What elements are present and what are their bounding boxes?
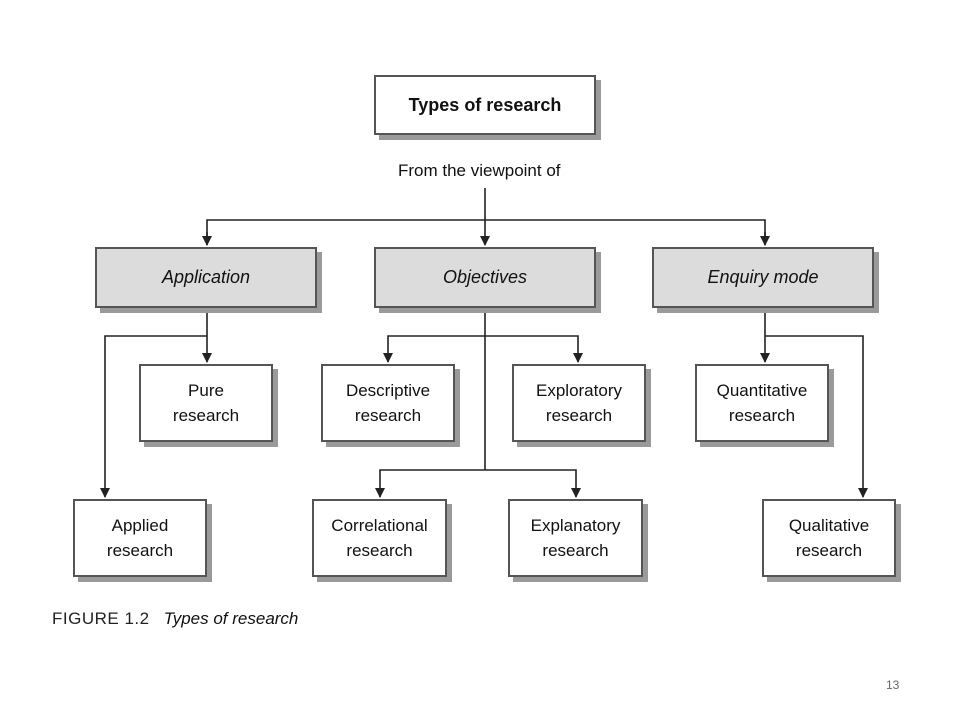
leaf-quantitative-research: Quantitative research (695, 364, 829, 442)
diagram-title-box: Types of research (374, 75, 596, 135)
figure-label: FIGURE 1.2 (52, 609, 150, 628)
viewpoint-label: From the viewpoint of (398, 161, 561, 180)
figure-title: Types of research (163, 609, 299, 628)
category-objectives: Objectives (374, 247, 596, 308)
category-enquiry-mode: Enquiry mode (652, 247, 874, 308)
leaf-correlational-research: Correlational research (312, 499, 447, 577)
figure-caption: FIGURE 1.2 Types of research (52, 609, 298, 629)
leaf-applied-research: Applied research (73, 499, 207, 577)
diagram-title: Types of research (408, 94, 562, 115)
leaf-descriptive-research: Descriptive research (321, 364, 455, 442)
leaf-pure-research: Pure research (139, 364, 273, 442)
page-number: 13 (886, 678, 900, 692)
category-application: Application (95, 247, 317, 308)
leaf-exploratory-research: Exploratory research (512, 364, 646, 442)
leaf-qualitative-research: Qualitative research (762, 499, 896, 577)
leaf-explanatory-research: Explanatory research (508, 499, 643, 577)
